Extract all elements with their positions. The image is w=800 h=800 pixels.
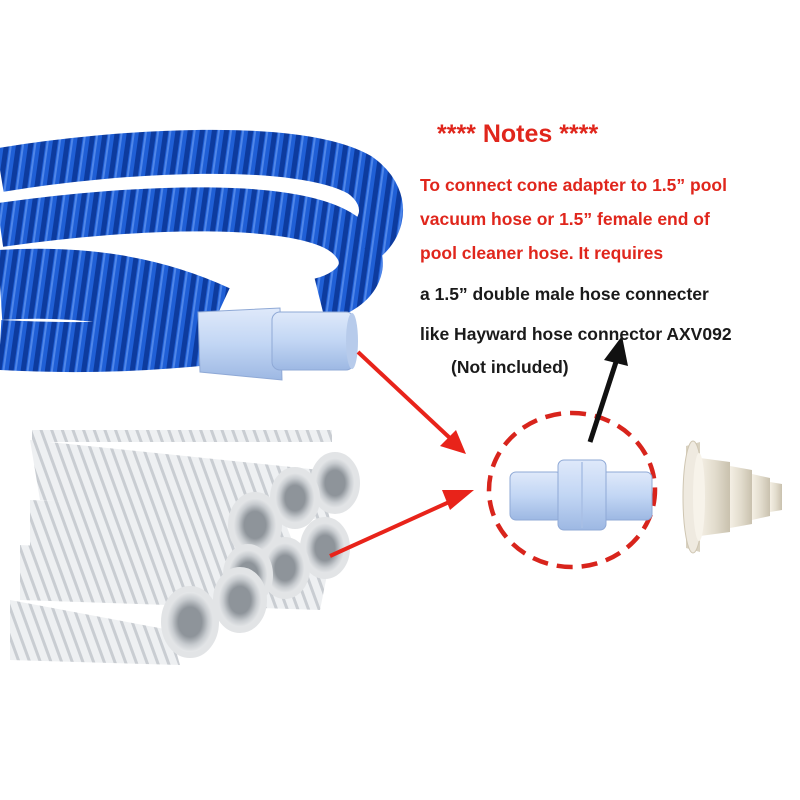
double-male-connector (509, 459, 653, 531)
blue-vacuum-hose (0, 129, 403, 373)
cone-adapter (682, 440, 782, 554)
arrow-icon (587, 336, 628, 443)
arrow-icon (356, 350, 466, 454)
hose-end-fitting (197, 307, 358, 381)
arrow-icon (329, 490, 474, 558)
connector-highlight-circle (486, 410, 658, 570)
